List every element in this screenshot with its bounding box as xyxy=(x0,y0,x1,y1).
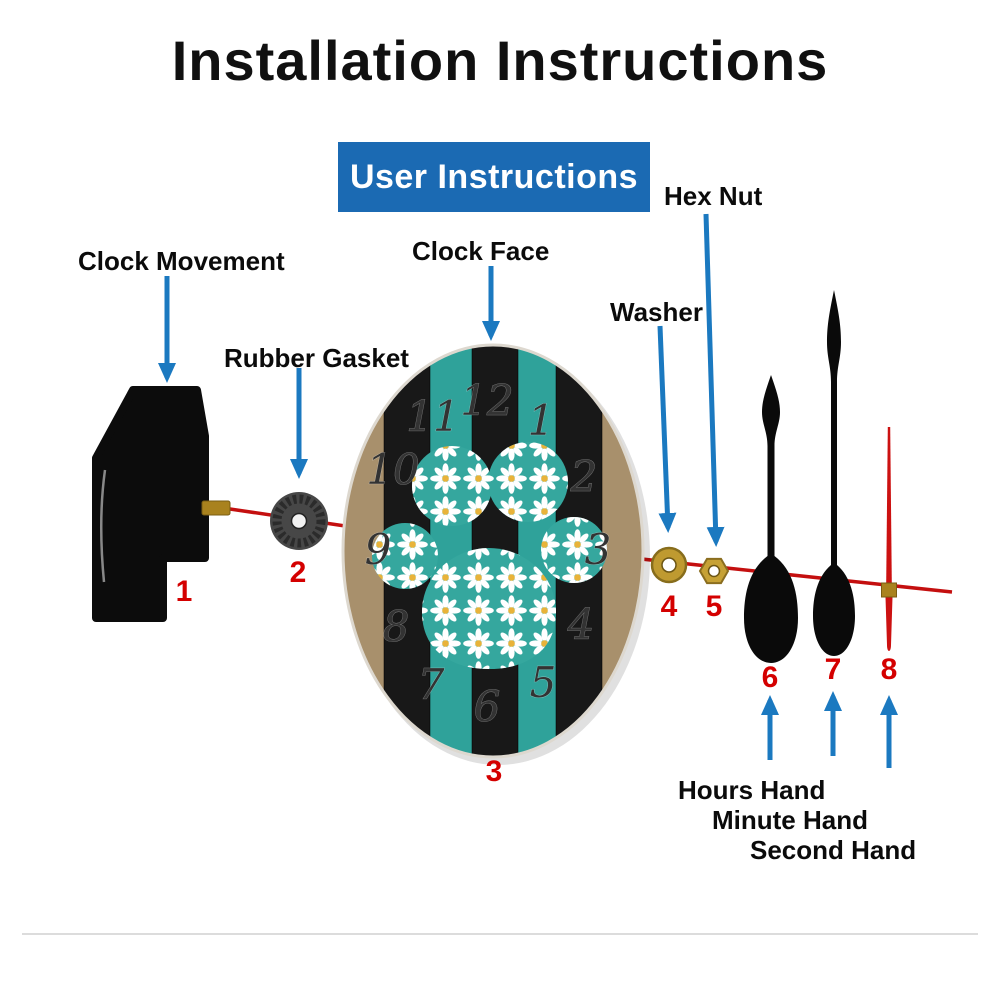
part-number-minute-hand: 7 xyxy=(824,653,842,686)
part-number-clock-face: 3 xyxy=(485,755,503,788)
part-number-second-hand: 8 xyxy=(880,653,898,686)
clock-numeral-12: 12 xyxy=(460,376,513,425)
clock-numeral-6: 6 xyxy=(474,682,501,731)
arrow-hex-nut xyxy=(703,213,725,547)
clock-numeral-10: 10 xyxy=(366,445,419,494)
label-hours-hand: Hours Hand xyxy=(678,775,826,805)
clock-numeral-5: 5 xyxy=(530,658,557,707)
label-hex-nut: Hex Nut xyxy=(664,181,763,211)
clock-numeral-9: 9 xyxy=(365,525,392,574)
part-number-washer: 4 xyxy=(660,590,678,623)
clock-numeral-7: 7 xyxy=(418,660,445,709)
clock-numeral-11: 11 xyxy=(406,392,459,441)
bottom-divider xyxy=(22,933,978,935)
minute-hand-part xyxy=(813,290,855,656)
clock-movement-part xyxy=(92,386,231,622)
washer-part xyxy=(650,546,688,584)
page-title: Installation Instructions xyxy=(171,29,829,92)
second-hand-hub xyxy=(881,582,897,598)
clock-numeral-8: 8 xyxy=(383,602,410,651)
hours-hand-part xyxy=(744,375,798,663)
clock-face-part: 12 1 2 3 4 5 6 7 8 9 10 11 xyxy=(341,343,650,765)
clock-numeral-1: 1 xyxy=(528,396,555,445)
label-second-hand: Second Hand xyxy=(750,835,917,865)
banner-label: User Instructions xyxy=(349,157,639,196)
arrow-washer xyxy=(657,325,677,533)
movement-highlight xyxy=(99,469,107,583)
clock-numeral-2: 2 xyxy=(570,452,598,501)
clock-face-numerals: 12 1 2 3 4 5 6 7 8 9 10 11 xyxy=(364,376,612,732)
part-number-hours-hand: 6 xyxy=(761,661,779,694)
user-instructions-banner: User Instructions xyxy=(338,142,650,212)
clock-numeral-3: 3 xyxy=(585,525,612,574)
part-number-hex-nut: 5 xyxy=(705,590,723,623)
label-clock-movement: Clock Movement xyxy=(78,246,285,276)
clock-face-rim xyxy=(341,343,645,759)
movement-shaft xyxy=(201,500,231,516)
label-minute-hand: Minute Hand xyxy=(712,805,868,835)
part-number-clock-movement: 1 xyxy=(175,575,193,608)
rubber-gasket-part xyxy=(270,492,328,550)
second-hand-part xyxy=(881,427,897,651)
part-number-rubber-gasket: 2 xyxy=(289,556,307,589)
clock-numeral-4: 4 xyxy=(567,600,595,649)
label-clock-face: Clock Face xyxy=(412,236,550,266)
callout-arrows xyxy=(158,213,898,768)
label-rubber-gasket: Rubber Gasket xyxy=(224,343,409,373)
label-washer: Washer xyxy=(610,297,703,327)
hex-nut-part xyxy=(698,557,730,585)
